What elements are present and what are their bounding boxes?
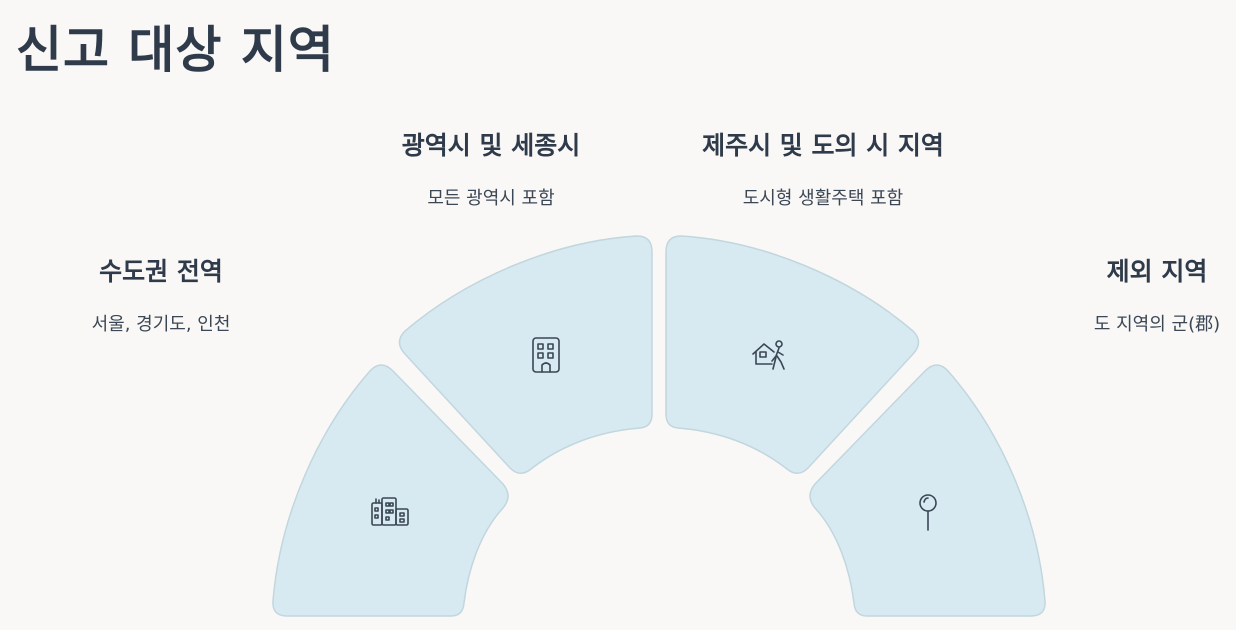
house-person-icon (752, 340, 785, 370)
label-title: 제주시 및 도의 시 지역 (702, 131, 944, 160)
label-subtitle: 도 지역의 군(郡) (1093, 314, 1221, 335)
page-title: 신고 대상 지역 (16, 21, 335, 79)
label-title: 광역시 및 세종시 (401, 131, 581, 160)
label-subtitle: 모든 광역시 포함 (427, 188, 555, 209)
label-metro-cities: 광역시 및 세종시 모든 광역시 포함 (388, 126, 594, 210)
segment-metro-area (272, 364, 509, 617)
label-title: 수도권 전역 (99, 257, 223, 286)
map-pin-icon (919, 494, 937, 531)
label-excluded-areas: 제외 지역 도 지역의 군(郡) (1076, 252, 1236, 336)
segment-excluded-areas (809, 364, 1046, 617)
segment-metro-cities (398, 235, 653, 474)
label-title: 제외 지역 (1106, 257, 1208, 286)
office-building-icon (532, 337, 560, 373)
label-jeju-cities: 제주시 및 도의 시 지역 도시형 생활주택 포함 (684, 126, 962, 210)
segment-jeju-cities (665, 235, 920, 474)
label-subtitle: 도시형 생활주택 포함 (742, 188, 904, 209)
label-subtitle: 서울, 경기도, 인천 (91, 314, 231, 335)
label-metro-area: 수도권 전역 서울, 경기도, 인천 (80, 252, 242, 336)
city-buildings-icon (371, 497, 409, 526)
